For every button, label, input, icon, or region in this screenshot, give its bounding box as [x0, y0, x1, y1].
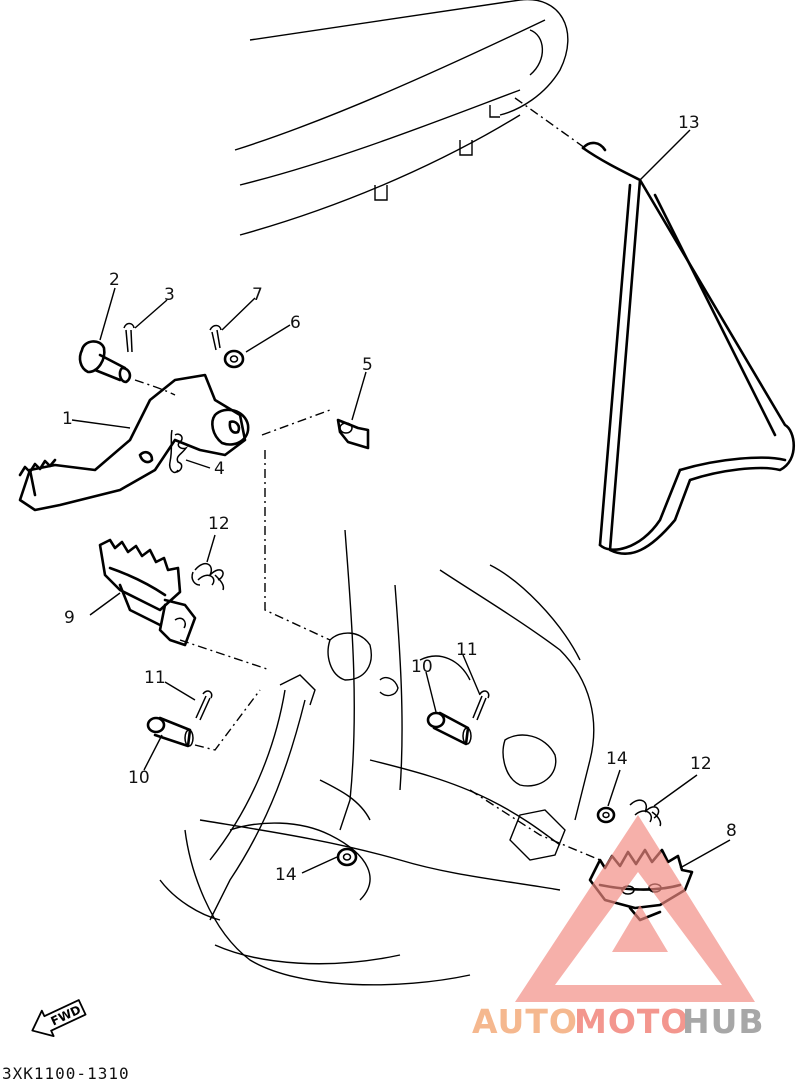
cotter-pin-3 — [123, 322, 135, 353]
callout-11-left: 11 — [144, 668, 166, 688]
swingarm-outline — [234, 0, 569, 236]
cotter-pin-7 — [209, 324, 222, 351]
pin-10-left — [146, 716, 194, 748]
watermark-word-moto: MOTO — [574, 1002, 689, 1041]
callout-7: 7 — [252, 285, 263, 305]
callout-10-left: 10 — [128, 768, 150, 788]
fwd-arrow-icon: FWD — [31, 999, 87, 1037]
callout-2: 2 — [109, 270, 120, 290]
watermark-word-auto: AUTO — [472, 1002, 578, 1041]
document-code: 3XK1100-1310 — [2, 1064, 130, 1083]
main-frame-outline — [159, 529, 595, 986]
callout-12-upper: 12 — [208, 514, 230, 534]
pin-5 — [336, 418, 370, 450]
spring-12-lower — [629, 799, 662, 827]
callout-10-right: 10 — [411, 657, 433, 677]
washer-14-right — [596, 806, 616, 824]
callout-5: 5 — [362, 355, 373, 375]
side-stand — [581, 141, 796, 555]
callout-4: 4 — [214, 459, 225, 479]
callout-14-right: 14 — [606, 749, 628, 769]
watermark-word-hub: HUB — [682, 1002, 765, 1041]
pivot-shaft — [78, 340, 132, 384]
brake-pedal — [18, 373, 250, 512]
assembly-lines — [134, 97, 601, 861]
cotter-pin-11-left — [195, 690, 213, 721]
callout-12-lower: 12 — [690, 754, 712, 774]
callout-8: 8 — [726, 821, 737, 841]
watermark-triangle-icon — [515, 815, 755, 1002]
watermark-logo: AUTO MOTO HUB — [472, 815, 765, 1041]
callout-11-right: 11 — [456, 640, 478, 660]
cotter-pin-11-right — [472, 690, 490, 721]
footrest-left — [98, 538, 197, 647]
pin-10-right — [426, 711, 472, 746]
callout-13: 13 — [678, 113, 700, 133]
washer-14-left — [336, 847, 358, 867]
callouts: 2 3 7 6 5 1 4 12 9 11 10 10 11 13 14 12 … — [62, 113, 737, 885]
callout-3: 3 — [164, 285, 175, 305]
spring-4 — [168, 429, 189, 474]
spring-12-upper — [191, 562, 225, 591]
leader-lines — [71, 129, 731, 874]
callout-6: 6 — [290, 313, 301, 333]
callout-14-left: 14 — [275, 865, 297, 885]
callout-9: 9 — [64, 608, 75, 628]
washer-6 — [223, 349, 245, 369]
callout-1: 1 — [62, 409, 73, 429]
